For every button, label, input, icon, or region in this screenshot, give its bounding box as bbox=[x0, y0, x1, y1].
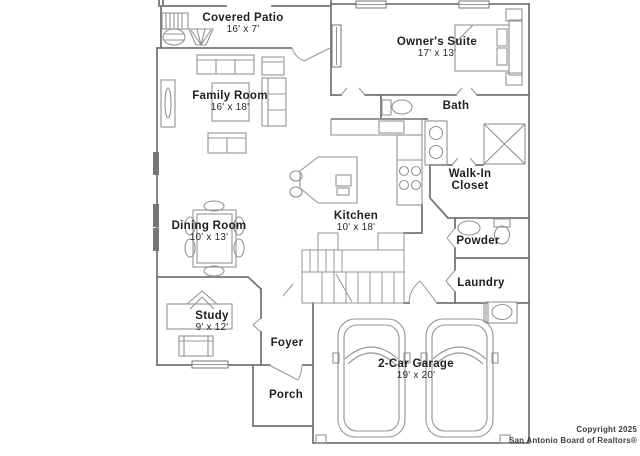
room-dims: 10' x 18' bbox=[336, 222, 376, 233]
room-dims: 10' x 13' bbox=[189, 232, 229, 243]
chair-icon bbox=[203, 200, 225, 212]
room-name: Walk-In Closet bbox=[448, 168, 492, 192]
room-name: Dining Room bbox=[171, 220, 247, 232]
patio-table-icon bbox=[162, 28, 186, 46]
room-label-porch: Porch bbox=[246, 389, 326, 401]
vanity-icon bbox=[424, 120, 448, 166]
sink-icon bbox=[428, 125, 444, 141]
kitchen-fixtures bbox=[289, 118, 423, 206]
copyright-line-1: Copyright 2025 bbox=[576, 425, 637, 434]
doors bbox=[252, 47, 478, 381]
room-name: Study bbox=[195, 310, 229, 322]
room-name: Bath bbox=[442, 100, 470, 112]
room-label-bath: Bath bbox=[416, 100, 496, 112]
sofa-icon bbox=[178, 335, 214, 357]
bath-fixtures bbox=[381, 99, 526, 166]
dining-furniture bbox=[184, 200, 245, 277]
powder-laundry-fixtures bbox=[457, 218, 518, 324]
chaise-icon bbox=[261, 77, 287, 127]
armchair-icon bbox=[261, 56, 285, 76]
room-label-kitchen: Kitchen 10' x 18' bbox=[296, 210, 416, 233]
toilet-icon bbox=[493, 218, 511, 228]
garage-contents bbox=[315, 318, 511, 444]
chair-icon bbox=[184, 238, 196, 258]
island-sink-icon bbox=[335, 174, 352, 187]
nightstand-icon bbox=[505, 72, 523, 86]
headboard-icon bbox=[508, 19, 523, 76]
room-name: Owner's Suite bbox=[396, 36, 478, 48]
car-icon bbox=[332, 318, 411, 438]
pillow-icon bbox=[496, 28, 508, 47]
room-label-owners-suite: Owner's Suite 17' x 13' bbox=[377, 36, 497, 59]
family-room-furniture bbox=[196, 54, 287, 154]
water-heater-icon bbox=[485, 301, 518, 324]
window-icon bbox=[153, 152, 159, 175]
sink-icon bbox=[428, 144, 444, 160]
front-door-icon bbox=[268, 364, 303, 381]
room-name: 2-Car Garage bbox=[378, 358, 454, 370]
island-icon bbox=[299, 156, 358, 204]
room-dims: 16' x 18' bbox=[210, 102, 250, 113]
desk-icon bbox=[166, 303, 233, 330]
room-dims: 19' x 20' bbox=[396, 370, 436, 381]
room-label-study: Study 9' x 12' bbox=[152, 310, 272, 333]
sink-icon bbox=[457, 220, 481, 236]
counter-icon bbox=[330, 118, 423, 136]
rug-icon bbox=[211, 82, 250, 122]
window-icon bbox=[153, 204, 159, 227]
garage-entry-door-icon bbox=[408, 280, 438, 304]
desk-chair-icon bbox=[186, 290, 218, 310]
room-dims: 17' x 13' bbox=[417, 48, 457, 59]
room-name: Covered Patio bbox=[202, 12, 284, 24]
copyright-notice: Copyright 2025 San Antonio Board of Real… bbox=[509, 424, 637, 446]
room-label-walk-in-closet: Walk-In Closet bbox=[441, 168, 499, 192]
study-furniture bbox=[166, 290, 233, 357]
room-label-covered-patio: Covered Patio 16' x 7' bbox=[183, 12, 303, 35]
chair-icon bbox=[203, 265, 225, 277]
room-name: Foyer bbox=[270, 337, 304, 349]
stool-icon bbox=[289, 186, 303, 198]
toilet-icon bbox=[381, 99, 392, 116]
room-label-powder: Powder bbox=[438, 235, 518, 247]
room-label-family-room: Family Room 16' x 18' bbox=[170, 90, 290, 113]
room-dims: 9' x 12' bbox=[195, 322, 229, 333]
room-label-garage: 2-Car Garage 19' x 20' bbox=[346, 358, 486, 381]
sofa-icon bbox=[196, 54, 255, 75]
room-label-dining-room: Dining Room 10' x 13' bbox=[149, 220, 269, 243]
garage-door-post-icon bbox=[315, 434, 327, 444]
pillow-icon bbox=[496, 47, 508, 66]
dishwasher-icon bbox=[378, 120, 405, 134]
nightstand-icon bbox=[505, 8, 523, 22]
garage-door-post-icon bbox=[499, 434, 511, 444]
stove-icon bbox=[398, 165, 410, 177]
room-dims: 16' x 7' bbox=[226, 24, 260, 35]
counter-icon bbox=[396, 134, 423, 206]
bedroom-furniture bbox=[454, 8, 523, 86]
room-name: Kitchen bbox=[333, 210, 379, 222]
window-icon bbox=[153, 228, 159, 251]
stool-icon bbox=[289, 170, 303, 182]
shower-icon bbox=[483, 123, 526, 165]
dining-table-icon bbox=[192, 209, 237, 268]
patio-furniture bbox=[161, 12, 214, 46]
room-name: Laundry bbox=[457, 277, 505, 289]
chair-icon bbox=[233, 216, 245, 236]
room-label-foyer: Foyer bbox=[247, 337, 327, 349]
blanket-fold-icon bbox=[454, 24, 475, 45]
room-name: Powder bbox=[456, 235, 500, 247]
room-label-laundry: Laundry bbox=[441, 277, 521, 289]
chair-icon bbox=[184, 216, 196, 236]
patio-door-icon bbox=[291, 47, 331, 62]
media-console-icon bbox=[160, 79, 176, 128]
staircase-icon bbox=[301, 232, 405, 304]
windows bbox=[153, 0, 490, 369]
room-name: Porch bbox=[268, 389, 304, 401]
copyright-line-2: San Antonio Board of Realtors® bbox=[508, 436, 637, 445]
chair-icon bbox=[233, 238, 245, 258]
room-name: Family Room bbox=[192, 90, 268, 102]
bed-icon bbox=[454, 24, 510, 72]
